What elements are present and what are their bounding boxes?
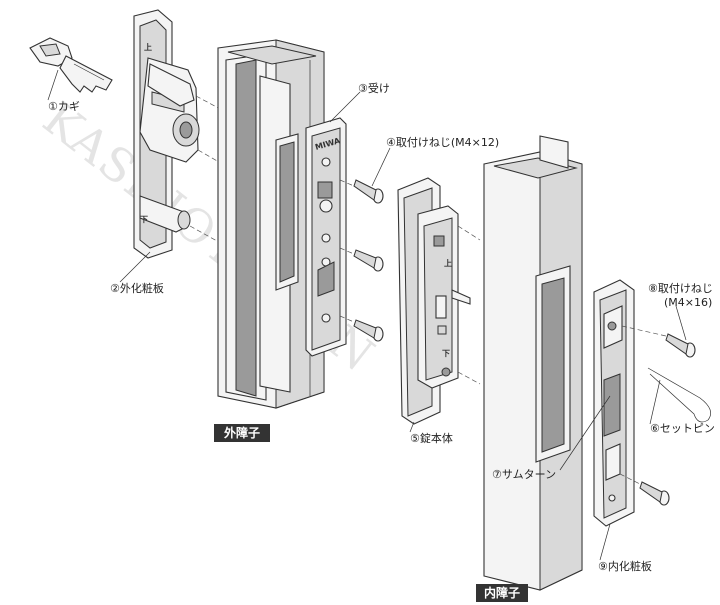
screw-m4x12-1	[353, 179, 384, 204]
lock-body-illustration: 上 下	[397, 177, 471, 425]
label-lock-body: ⑤錠本体	[410, 431, 453, 445]
thumb-turn-leader	[559, 395, 611, 471]
screw-m4x12-leader	[371, 147, 391, 187]
screw-m4x12-3	[353, 319, 384, 342]
receiver-illustration: MIWA	[305, 117, 347, 357]
label-outer-plate: ②外化粧板	[110, 281, 164, 295]
label-screw-m4x16-line2: (M4×16)	[664, 296, 712, 309]
screw-m4x16-2	[639, 481, 670, 506]
outer-plate-leader	[119, 251, 151, 283]
outer-plate-illustration: 上 下	[133, 9, 200, 259]
screw-m4x16-1	[665, 333, 696, 358]
screw-m4x16-leader	[675, 305, 687, 341]
label-key: ①カギ	[48, 100, 80, 113]
inner-plate-illustration	[593, 279, 635, 527]
label-screw-m4x12: ④取付けねじ(M4×12)	[386, 136, 499, 149]
outer-plate-up-mark: 上	[144, 42, 152, 52]
label-receiver: ③受け	[358, 82, 390, 95]
inner-plate-leader	[599, 523, 611, 561]
set-pin-illustration	[647, 367, 711, 423]
label-screw-m4x16-line1: ⑧取付けねじ	[648, 282, 713, 295]
key-leader	[47, 69, 59, 101]
label-thumb-turn: ⑦サムターン	[492, 468, 556, 481]
outer-stile-tag: 外障子	[214, 424, 270, 442]
lock-body-up-mark: 上	[444, 258, 452, 268]
key-illustration	[29, 37, 113, 93]
inner-stile-tag: 内障子	[476, 584, 528, 602]
set-pin-leader	[649, 379, 661, 425]
svg-text:外障子: 外障子	[224, 425, 260, 440]
label-inner-plate: ⑨内化粧板	[598, 559, 652, 573]
inner-stile-illustration	[483, 135, 583, 591]
label-set-pin: ⑥セットピン	[650, 422, 715, 435]
outer-plate-down-mark: 下	[140, 215, 148, 224]
lock-body-down-mark: 下	[442, 349, 450, 358]
receiver-leader	[329, 91, 361, 123]
svg-text:内障子: 内障子	[484, 585, 520, 600]
lock-body-leader	[409, 421, 415, 433]
screw-m4x12-2	[353, 249, 384, 272]
